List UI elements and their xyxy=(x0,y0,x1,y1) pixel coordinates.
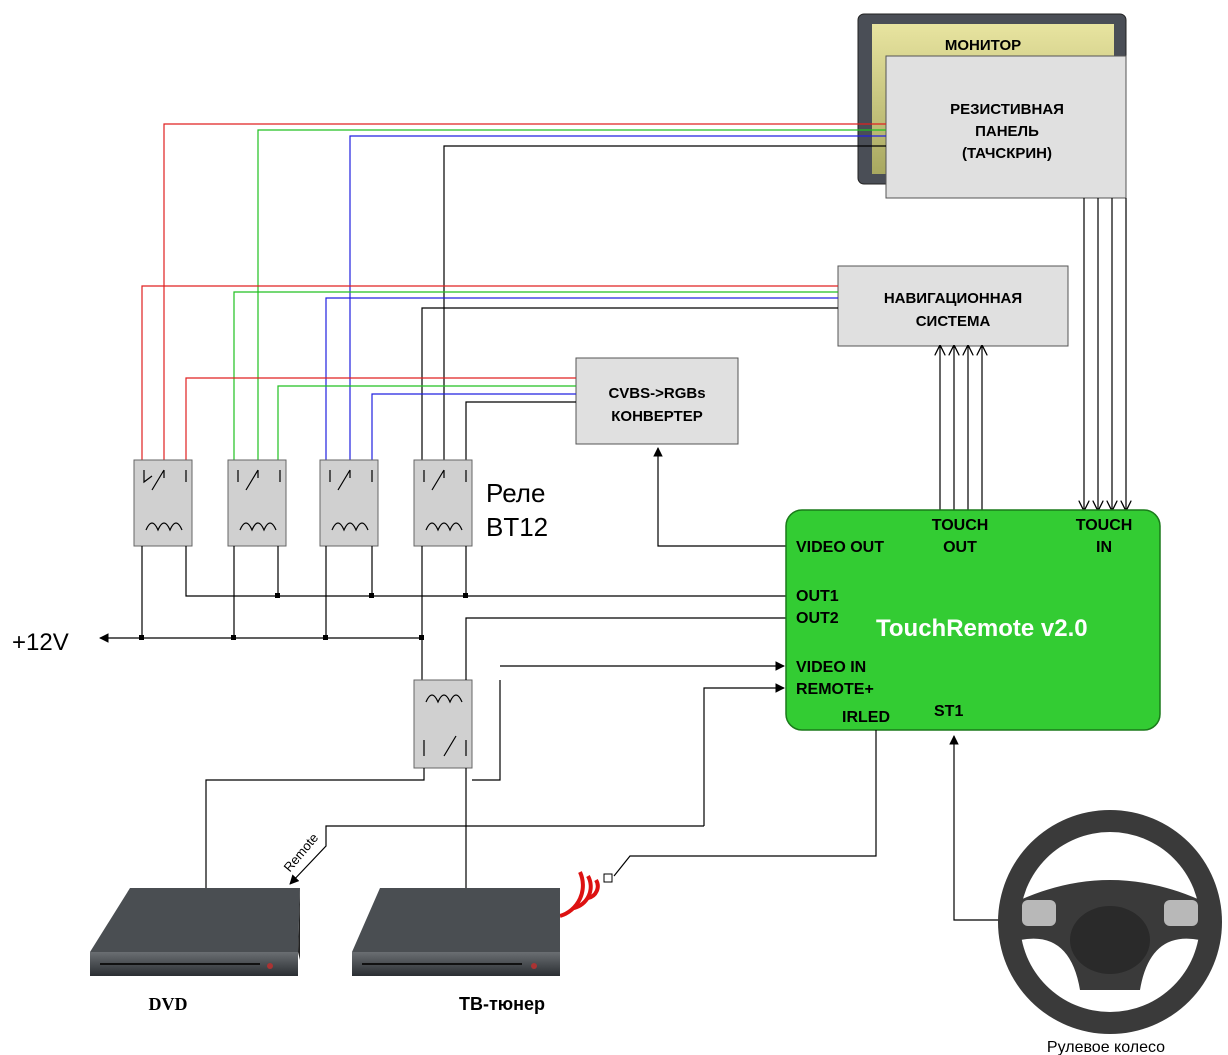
relay5-link xyxy=(472,680,501,781)
video-in-port: VIDEO IN xyxy=(796,659,866,676)
out1-port: OUT1 xyxy=(796,588,839,605)
dvd-label: DVD xyxy=(149,994,188,1014)
tv-tuner-label: ТВ-тюнер xyxy=(459,994,545,1014)
relay-label-1: Реле xyxy=(486,478,545,508)
relay-label-2: BT12 xyxy=(486,512,548,542)
touchscreen-label-3: (ТАЧСКРИН) xyxy=(962,145,1052,162)
touchscreen-label-2: ПАНЕЛЬ xyxy=(975,123,1039,140)
nav-label-1: НАВИГАЦИОННАЯ xyxy=(884,290,1022,307)
steering-wheel: Рулевое колесо xyxy=(998,810,1222,1055)
out2-wire xyxy=(465,617,790,680)
monitor-label: МОНИТОР xyxy=(945,37,1021,54)
converter-label-2: КОНВЕРТЕР xyxy=(611,408,702,425)
nav-label-2: СИСТЕМА xyxy=(916,313,991,330)
remote-to-dvd xyxy=(289,825,704,885)
rgb-wires xyxy=(141,123,886,462)
cvbs-rgb-converter: CVBS->RGBs КОНВЕРТЕР xyxy=(575,357,739,445)
touch-out-port-1: TOUCH xyxy=(932,517,989,534)
converter-label-1: CVBS->RGBs xyxy=(608,385,705,402)
tv-tuner: ТВ-тюнер xyxy=(352,888,560,1014)
dvd-video-wire xyxy=(205,768,425,888)
touch-wires xyxy=(940,198,1126,510)
remote-plus-port: REMOTE+ xyxy=(796,681,874,698)
relay-5 xyxy=(413,679,473,769)
power-label: +12V xyxy=(12,629,69,656)
dvd-player: DVD xyxy=(90,888,300,1014)
ir-emitter-icon xyxy=(559,871,613,918)
steering-wheel-label: Рулевое колесо xyxy=(1047,1039,1165,1055)
navigation-system: НАВИГАЦИОННАЯ СИСТЕМА xyxy=(837,265,1069,347)
touchscreen-panel: РЕЗИСТИВНАЯ ПАНЕЛЬ (ТАЧСКРИН) xyxy=(885,55,1127,199)
touchremote-module: VIDEO OUT TOUCH OUT TOUCH IN OUT1 OUT2 T… xyxy=(785,509,1161,731)
video-out-wire xyxy=(653,447,790,547)
remote-wire xyxy=(703,683,785,826)
relay-2 xyxy=(227,459,287,547)
relay-1 xyxy=(133,459,193,547)
touch-in-port-2: IN xyxy=(1096,539,1112,556)
touch-out-port-2: OUT xyxy=(943,539,977,556)
out2-port: OUT2 xyxy=(796,610,839,627)
relay-coil-wires xyxy=(99,546,790,680)
module-title: TouchRemote v2.0 xyxy=(876,615,1088,642)
touchscreen-label-1: РЕЗИСТИВНАЯ xyxy=(950,101,1064,118)
relay-4 xyxy=(413,459,473,547)
remote-label: Remote xyxy=(281,830,322,875)
st1-port: ST1 xyxy=(934,703,963,720)
irled-port: IRLED xyxy=(842,709,890,726)
touch-in-port-1: TOUCH xyxy=(1076,517,1133,534)
video-out-port: VIDEO OUT xyxy=(796,539,884,556)
relay-3 xyxy=(319,459,379,547)
irled-wire xyxy=(613,730,877,877)
